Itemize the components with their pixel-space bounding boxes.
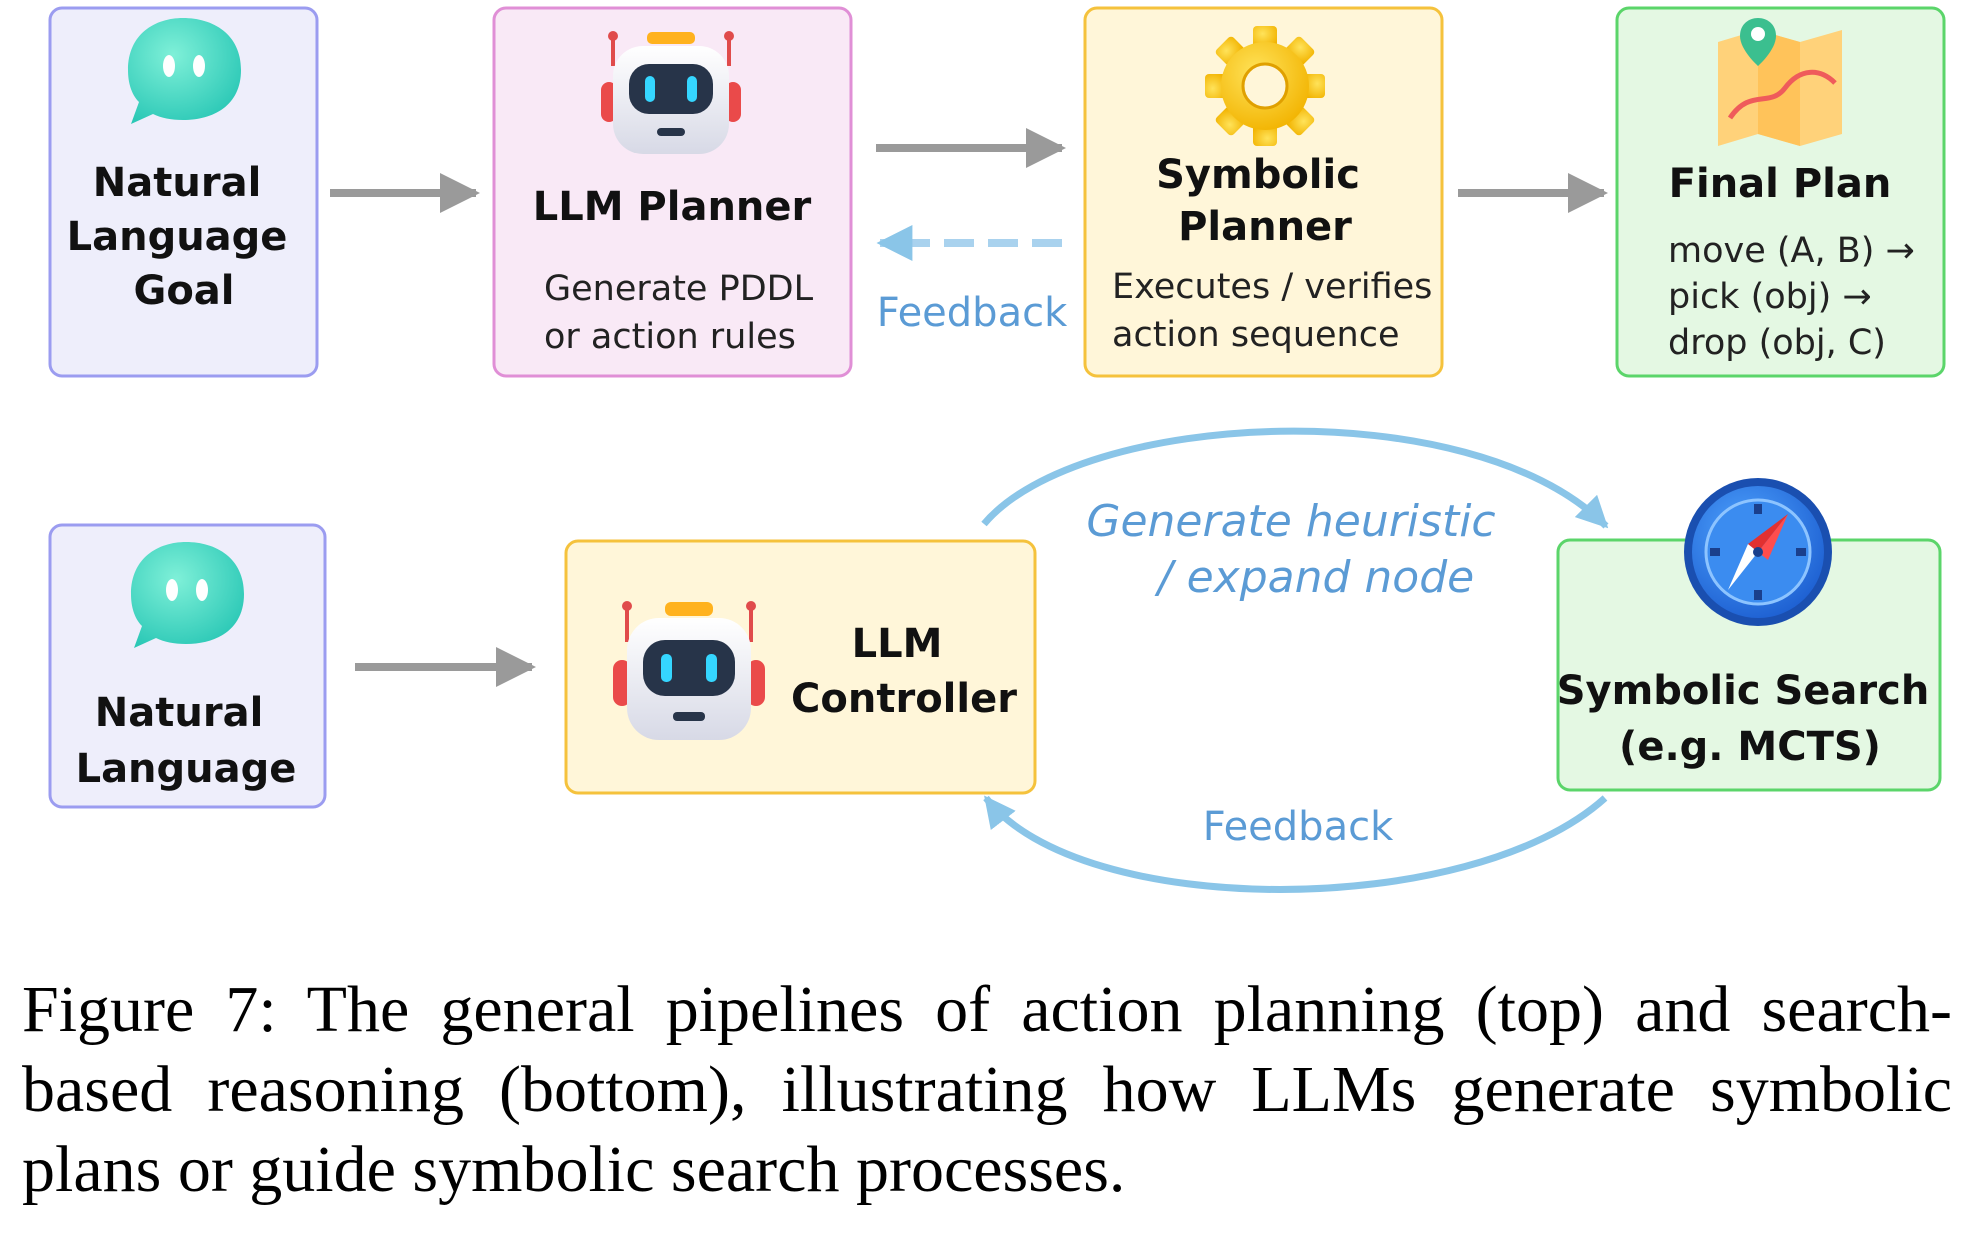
llm-planner-desc: Generate PDDL or action rules [544,269,824,357]
llm-planner-title: LLM Planner [533,184,812,230]
robot-icon [601,31,741,154]
bottom-feedback-label: Feedback [1203,804,1394,850]
nl-input-box [48,523,327,809]
top-feedback-label: Feedback [877,290,1068,336]
final-plan-title: Final Plan [1669,161,1892,207]
feedback-arc-arrow [983,795,1608,893]
goal-label: Natural Language Goal [67,160,302,314]
speech-bubble-icon [131,542,244,648]
goal-box [48,6,319,378]
robot-icon [613,601,765,740]
symbolic-planner-box [1083,6,1444,378]
figure-caption: Figure 7: The general pipelines of actio… [22,973,1952,1206]
symbolic-planner-title: Symbolic Planner [1156,152,1374,250]
llm-controller-label: LLM Controller [791,621,1017,722]
nl-input-label: Natural Language [76,690,297,792]
heuristic-label: Generate heuristic / expand node [1086,496,1509,603]
speech-bubble-icon [128,18,241,124]
symbolic-search-label: Symbolic Search (e.g. MCTS) [1557,668,1944,770]
heuristic-arc-arrow [981,427,1609,529]
compass-icon [1684,478,1832,626]
llm-planner-box [492,6,853,378]
final-plan-steps: move (A, B) → pick (obj) → drop (obj, C) [1668,231,1926,363]
final-plan-box [1615,6,1946,378]
gear-icon [1205,26,1325,146]
symbolic-planner-desc: Executes / verifies action sequence [1112,267,1444,355]
map-pin-icon [1718,18,1842,146]
